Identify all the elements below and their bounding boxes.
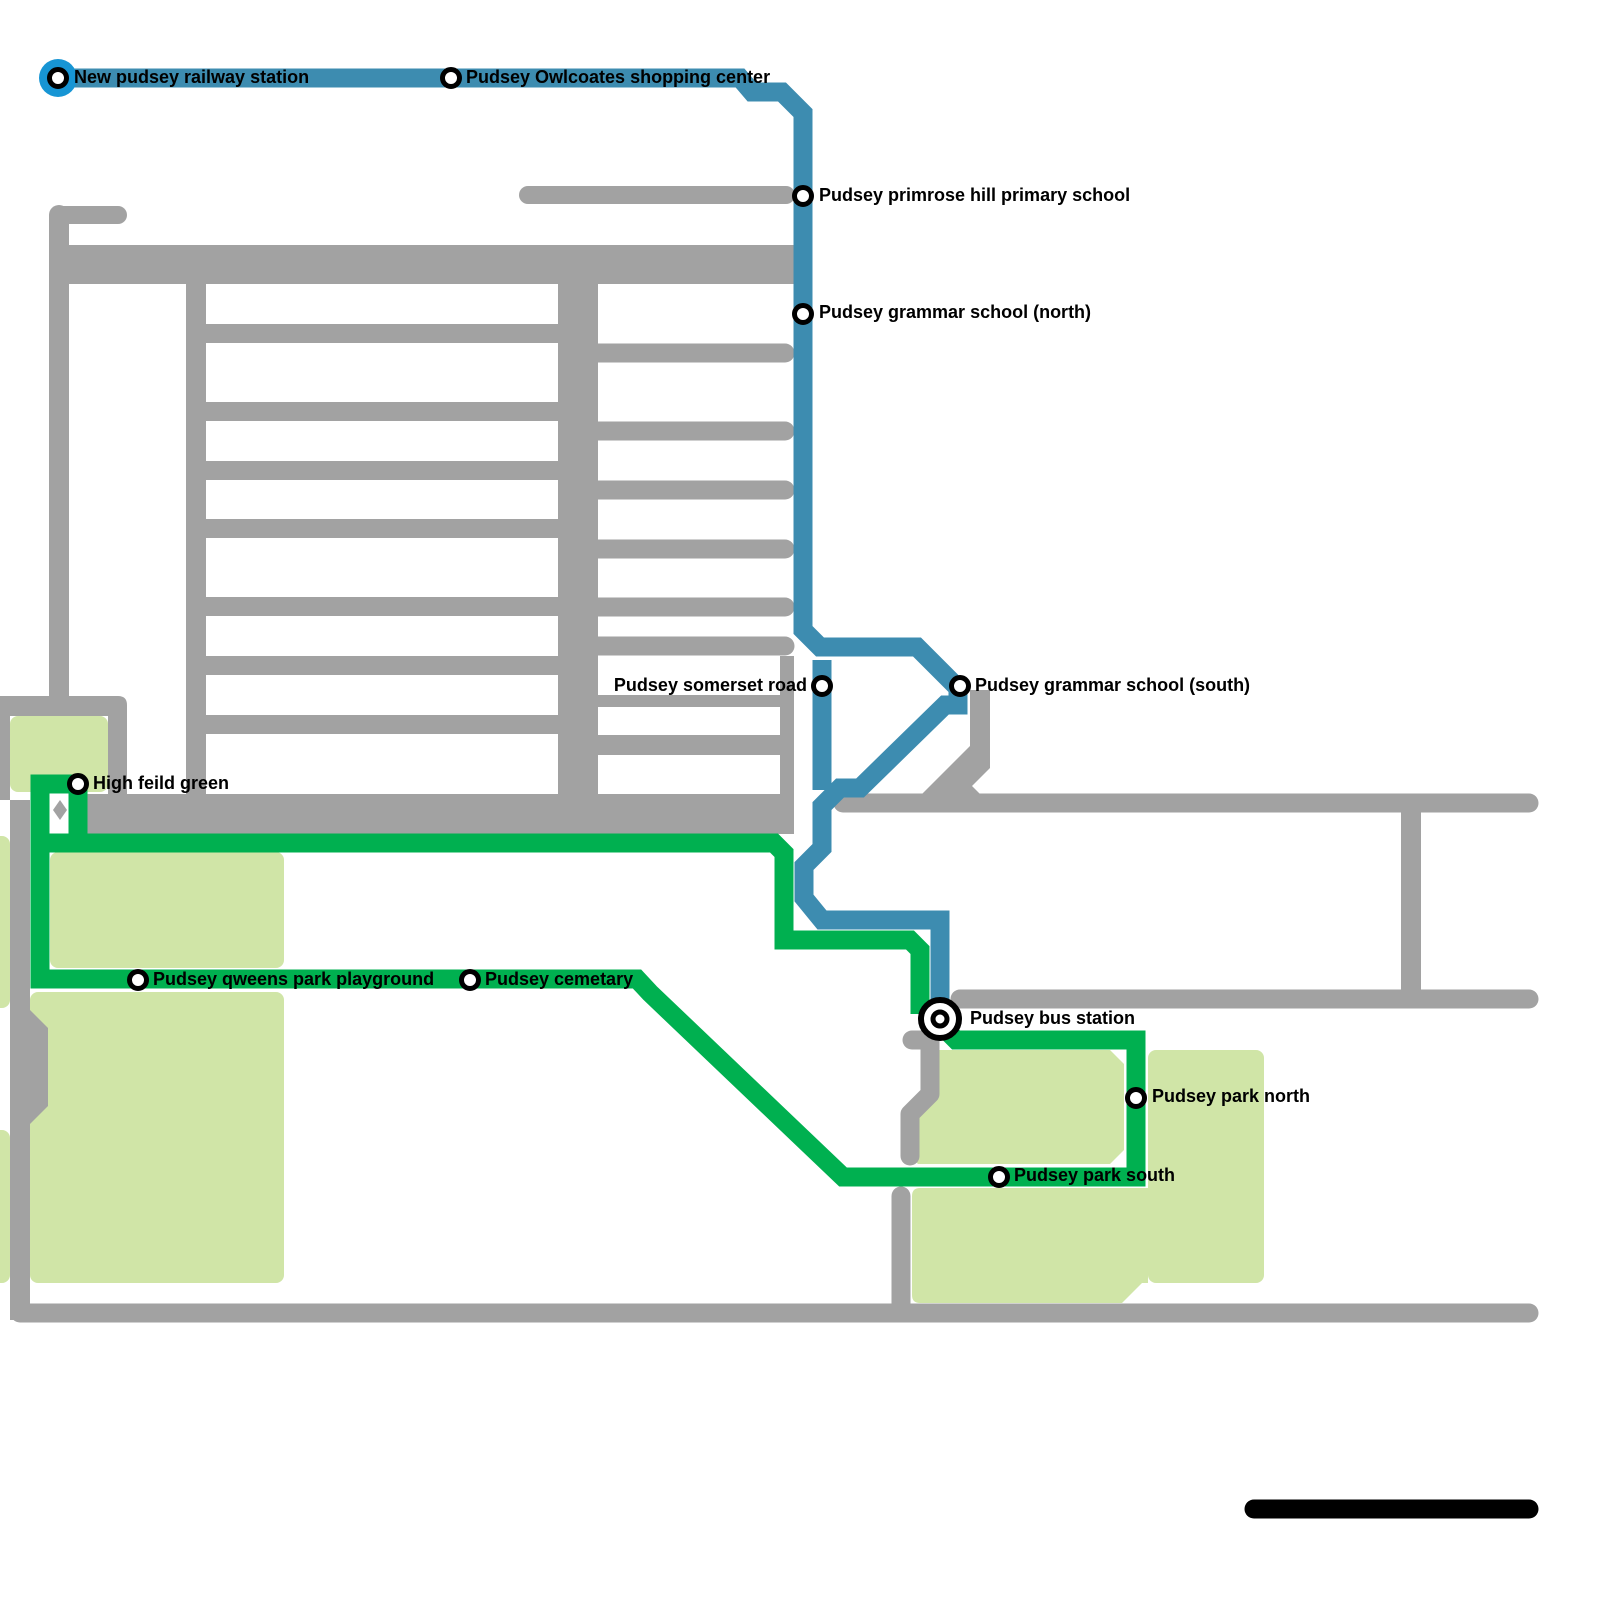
park-area xyxy=(1148,1050,1264,1283)
station-park-north[interactable]: Pudsey park north xyxy=(1125,1086,1311,1109)
station-marker-icon xyxy=(127,969,149,991)
station-marker-icon xyxy=(792,303,814,325)
station-marker-icon xyxy=(988,1166,1010,1188)
interchange-inner-icon xyxy=(930,1009,950,1029)
station-label: Pudsey cemetary xyxy=(485,969,633,989)
station-label: Pudsey park north xyxy=(1152,1086,1310,1106)
station-park-south[interactable]: Pudsey park south xyxy=(988,1165,1176,1188)
road xyxy=(0,696,127,800)
station-label: Pudsey qweens park playground xyxy=(153,969,434,989)
blue-line-path xyxy=(58,68,968,1014)
green-line-path xyxy=(30,774,1146,1187)
park-area xyxy=(912,1188,1148,1303)
station-marker-icon xyxy=(811,675,833,697)
road xyxy=(918,690,990,798)
station-label: Pudsey primrose hill primary school xyxy=(819,185,1130,205)
station-grammar-south[interactable]: Pudsey grammar school (south) xyxy=(949,675,1251,697)
station-grammar-north[interactable]: Pudsey grammar school (north) xyxy=(792,302,1092,325)
stations-layer: New pudsey railway station Pudsey Owlcoa… xyxy=(39,59,1311,1188)
station-label: Pudsey grammar school (south) xyxy=(975,675,1250,695)
green-line-spur xyxy=(40,833,930,1014)
park-area xyxy=(0,1130,10,1283)
street-grid-east xyxy=(580,343,795,804)
street-grid-west xyxy=(196,324,568,734)
parks-layer xyxy=(0,716,1264,1303)
station-marker-icon xyxy=(67,773,89,795)
station-label: Pudsey Owlcoates shopping center xyxy=(466,67,770,87)
station-qweens-park[interactable]: Pudsey qweens park playground xyxy=(127,969,435,991)
road xyxy=(80,794,794,834)
station-marker-icon xyxy=(792,185,814,207)
road xyxy=(30,1010,48,1124)
station-marker-icon xyxy=(1125,1087,1147,1109)
station-label: Pudsey bus station xyxy=(970,1008,1135,1028)
station-marker-icon xyxy=(459,969,481,991)
station-somerset[interactable]: Pudsey somerset road xyxy=(614,675,833,697)
station-cemetary[interactable]: Pudsey cemetary xyxy=(459,969,634,991)
station-bus-station[interactable]: Pudsey bus station xyxy=(918,997,1135,1041)
park-area xyxy=(50,852,284,968)
road xyxy=(10,800,30,1320)
station-label: Pudsey park south xyxy=(1014,1165,1175,1185)
station-label: New pudsey railway station xyxy=(74,67,309,87)
park-area xyxy=(912,1050,1124,1164)
station-label: High feild green xyxy=(93,773,229,793)
station-primrose[interactable]: Pudsey primrose hill primary school xyxy=(792,185,1131,207)
park-area xyxy=(10,716,108,792)
station-new-pudsey[interactable]: New pudsey railway station xyxy=(39,59,309,97)
station-marker-icon xyxy=(440,67,462,89)
station-label: Pudsey somerset road xyxy=(614,675,807,695)
station-label: Pudsey grammar school (north) xyxy=(819,302,1091,322)
park-area xyxy=(0,836,10,1008)
station-owlcoates[interactable]: Pudsey Owlcoates shopping center xyxy=(440,67,771,89)
station-marker-icon xyxy=(949,675,971,697)
road xyxy=(1401,803,1421,999)
station-marker-icon xyxy=(47,67,69,89)
road xyxy=(50,245,794,284)
roads-layer xyxy=(0,186,1539,1323)
park-area xyxy=(30,992,284,1283)
station-high-feild[interactable]: High feild green xyxy=(67,773,230,795)
road-island xyxy=(53,800,67,820)
road xyxy=(900,1030,940,1166)
